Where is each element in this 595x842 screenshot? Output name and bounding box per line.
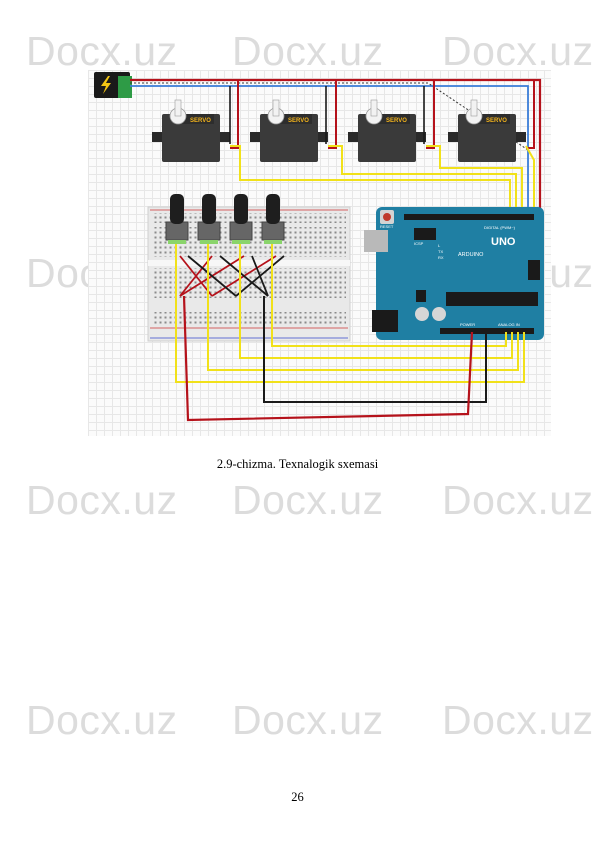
watermark: Docx.uz: [442, 477, 594, 523]
servo-2: SERVO: [250, 99, 328, 162]
servo-label: SERVO: [386, 118, 407, 124]
servo-label: SERVO: [288, 118, 309, 124]
servo-1: SERVO: [152, 99, 230, 162]
watermark: Docx.uz: [26, 697, 178, 743]
potentiometer-1: [165, 194, 189, 244]
l-led-label: L: [438, 243, 441, 248]
lightning-icon: [101, 76, 111, 94]
servo-4: SERVO: [448, 99, 526, 162]
arduino-uno-board: UNO ARDUINO DIGITAL (PWM~) ANALOG IN POW…: [364, 207, 544, 340]
reset-label: RESET: [380, 224, 394, 229]
power-header-label: POWER: [460, 322, 475, 327]
servo-label: SERVO: [486, 118, 507, 124]
potentiometer-3: [229, 194, 253, 244]
arduino-brand: ARDUINO: [458, 252, 484, 258]
power-jack: [94, 72, 132, 98]
power-wires: [130, 78, 542, 210]
page-number: 26: [291, 790, 304, 804]
icsp-label: ICSP: [414, 241, 424, 246]
circuit-diagram: SERVO SERVO SERVO SERVO: [94, 72, 544, 422]
watermark: Docx.uz: [232, 28, 384, 74]
potentiometer-4: [261, 194, 285, 244]
watermark: Docx.uz: [442, 697, 594, 743]
servo-3: SERVO: [348, 99, 426, 162]
watermark: Docx.uz: [232, 477, 384, 523]
analog-header-label: ANALOG IN: [498, 322, 520, 327]
figure-caption: 2.9-chizma. Texnalogik sxemasi: [216, 457, 379, 471]
arduino-uno-logo: UNO: [491, 236, 516, 248]
tx-label: TX: [438, 249, 443, 254]
watermark: Docx.uz: [442, 28, 594, 74]
servo-label: SERVO: [190, 118, 211, 124]
bottom-wires: [175, 295, 525, 422]
servo-wires: [229, 80, 535, 210]
digital-header-label: DIGITAL (PWM~): [484, 225, 516, 230]
rx-label: RX: [438, 255, 444, 260]
watermark: Docx.uz: [232, 697, 384, 743]
watermark: Docx.uz: [26, 28, 178, 74]
potentiometer-2: [197, 194, 221, 244]
circuit-diagram-figure: SERVO SERVO SERVO SERVO: [88, 70, 551, 436]
watermark: Docx.uz: [26, 477, 178, 523]
breadboard-wires: [175, 244, 285, 320]
